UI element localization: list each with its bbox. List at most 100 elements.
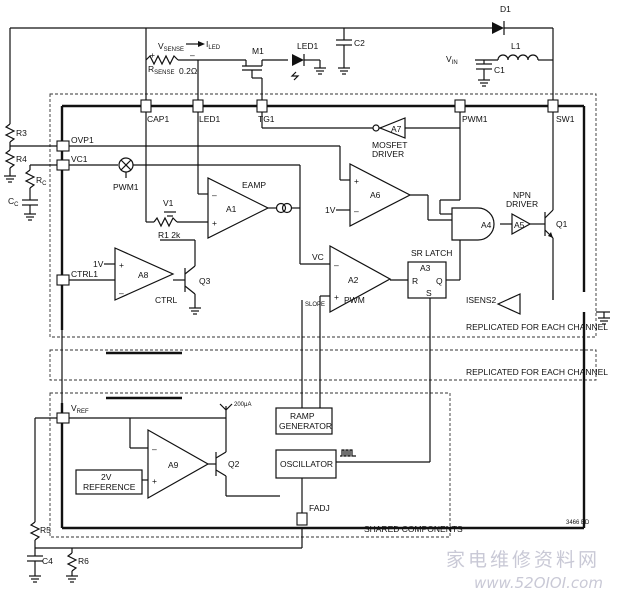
fadj-pin [296,512,308,526]
pwm1-pin [454,99,466,113]
a1-eamp-amplifier [207,177,270,239]
mosfet-driver-label-1: MOSFET [372,140,407,150]
top-external-wiring [9,21,554,124]
slope-label: SLOPE [305,302,325,308]
reference-2v-block [75,469,143,495]
channel-internal-wiring [61,112,610,463]
v1-source [164,211,176,217]
a6-plus: + [354,176,359,186]
watermark-url: www.52OIOI.com [474,574,603,592]
ovp1-pin [56,140,70,152]
shared-internal-wiring [68,403,356,518]
d1-label: D1 [500,4,511,14]
eamp-label: EAMP [242,180,266,190]
a8-minus: – [119,288,124,298]
cap1-pin [140,99,152,113]
ctrl-label: CTRL [155,295,177,305]
cc-label: CC [8,196,19,208]
latch-r-label: R [412,276,418,286]
c4-label: C4 [42,556,53,566]
q2-label: Q2 [228,459,240,469]
a6-minus: – [354,206,359,216]
a9-label: A9 [168,460,179,470]
npn-driver-label-2: DRIVER [506,199,538,209]
led1-pin-label: LED1 [199,114,221,124]
rsense-label: RSENSE [148,64,174,76]
shared-section-box [49,392,451,538]
a1-plus: + [212,218,217,228]
replicated-section-box [49,349,597,381]
ramp-generator-label-1: RAMP [290,411,315,421]
latch-q-label: Q [436,276,443,286]
figure-code: 3466 BD [566,520,590,526]
r6-label: R6 [78,556,89,566]
a2-pwm-comparator [329,244,392,314]
q3-label: Q3 [199,276,211,286]
ctrl1-pin-label: CTRL1 [71,269,98,279]
a2-plus: + [334,292,339,302]
left-external-wiring [4,123,303,583]
tg1-pin [256,99,268,113]
sw1-pin-label: SW1 [556,114,575,124]
a9-amplifier [147,428,210,500]
r5-label: R5 [40,525,51,535]
latch-s-label: S [426,288,432,298]
vin-label: VIN [446,54,458,66]
a6-amplifier [349,163,412,227]
led1-pin [192,99,204,113]
rc-label: RC [36,175,47,187]
vsense-label: VSENSE [158,41,184,53]
sw1-pin [547,99,559,113]
vsense-minus: – [190,50,195,60]
a6-1v-label: 1V [325,205,336,215]
sr-latch-label: SR LATCH [411,248,452,258]
a8-label: A8 [138,270,149,280]
npn-driver-label-1: NPN [513,190,531,200]
isens2-label: ISENS2 [466,295,497,305]
m1-label: M1 [252,46,264,56]
r4-label: R4 [16,154,27,164]
vc1-pin-label: VC1 [71,154,88,164]
tg1-pin-label: TG1 [258,114,275,124]
fadj-pin-label: FADJ [309,503,330,513]
a2-minus: – [334,260,339,270]
iled-label: ILED [206,39,221,51]
pwm-label: PWM [344,295,365,305]
replicated-label-2: REPLICATED FOR EACH CHANNEL [466,367,608,377]
c1-label: C1 [494,65,505,75]
ctrl1-pin [56,274,70,286]
a4-and-gate [451,207,495,241]
r3-label: R3 [16,128,27,138]
a1-minus: – [212,190,217,200]
r1-label: R1 2k [158,230,181,240]
rsense-value: 0.2Ω [179,66,197,76]
shared-components-label: SHARED COMPONENTS [364,524,463,534]
vref-pin [56,412,70,424]
replicated-label-1: REPLICATED FOR EACH CHANNEL [466,322,608,332]
reference-label-1: 2V [101,472,112,482]
oscillator-block [275,449,337,479]
reference-label-2: REFERENCE [83,482,136,492]
ovp1-pin-label: OVP1 [71,135,94,145]
vref-pin-label: VREF [71,403,89,415]
channel-section-box [49,93,597,338]
a8-1v-label: 1V [93,259,104,269]
c2-label: C2 [354,38,365,48]
vc1-pin [56,159,70,171]
ramp-generator-block [275,407,333,435]
a8-amplifier [114,247,175,301]
pwm1-pin-label: PWM1 [462,114,488,124]
l1-label: L1 [511,41,521,51]
a3-sr-latch [407,261,447,299]
led1-component-label: LED1 [297,41,319,51]
a4-label: A4 [481,220,492,230]
a5-npn-driver [511,212,532,236]
pwm1-node-label: PWM1 [113,182,139,192]
oscillator-label: OSCILLATOR [280,459,333,469]
v1-label: V1 [163,198,174,208]
mosfet-driver-label-2: DRIVER [372,149,404,159]
a9-plus: + [152,476,157,486]
a8-plus: + [119,260,124,270]
a7-label: A7 [391,124,402,134]
